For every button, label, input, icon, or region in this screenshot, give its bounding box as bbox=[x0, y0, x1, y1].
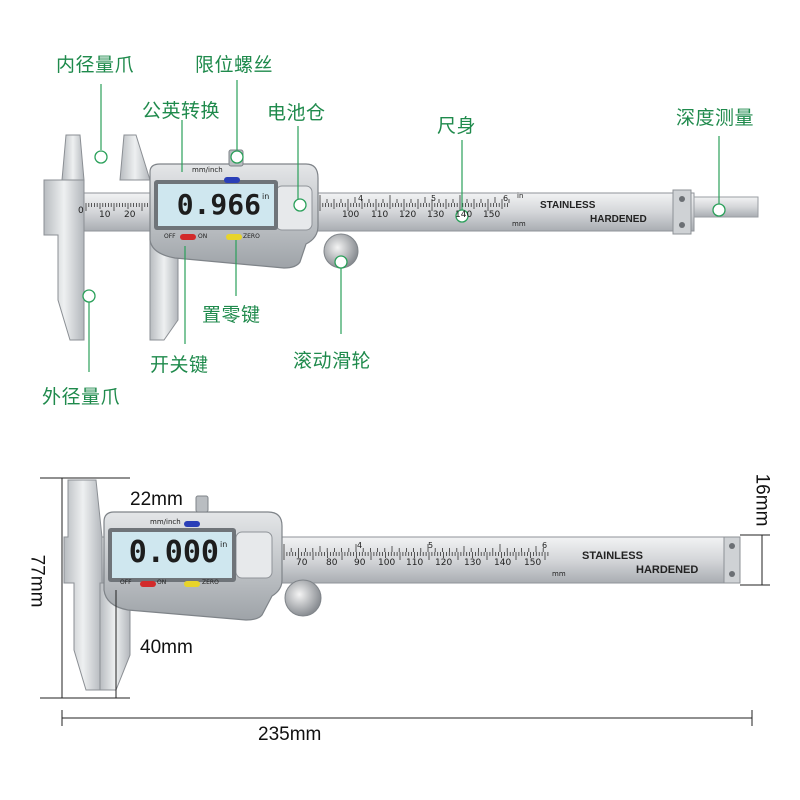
brand-line2-top: HARDENED bbox=[590, 214, 647, 225]
scale-ticks-bottom bbox=[283, 544, 549, 560]
callout-zero-key: 置零键 bbox=[202, 304, 261, 326]
scale-num-bottom-120: 120 bbox=[435, 558, 453, 568]
lcd-readout-top: 0.966 bbox=[176, 188, 261, 221]
dim-total-length: 235mm bbox=[258, 724, 322, 745]
callout-beam: 尺身 bbox=[437, 115, 477, 137]
scale-num-top-110: 110 bbox=[371, 210, 389, 220]
zero-label-top: ZERO bbox=[243, 233, 260, 240]
beam-end-cap bbox=[672, 189, 692, 235]
scale-num-bottom-110: 110 bbox=[406, 558, 424, 568]
depth-rod bbox=[693, 196, 759, 218]
scale-num-bottom-90: 90 bbox=[354, 558, 366, 568]
mm-unit-bottom: mm bbox=[552, 570, 566, 578]
callout-battery: 电池仓 bbox=[267, 102, 326, 124]
scale-num-top-120: 120 bbox=[399, 210, 417, 220]
inch-num-bottom-5: 5 bbox=[428, 541, 434, 550]
off-label-top: OFF bbox=[164, 233, 176, 240]
inch-num-top-6: 6 bbox=[503, 194, 509, 203]
fixed-jaw-bottom bbox=[63, 479, 103, 691]
zero-button-bottom bbox=[184, 581, 200, 587]
caliper-top bbox=[43, 80, 759, 372]
scale-ticks-right bbox=[319, 195, 510, 211]
marker-points bbox=[82, 150, 726, 303]
on-label-top: ON bbox=[198, 233, 208, 240]
lcd-screen-bottom bbox=[112, 532, 232, 578]
dim-jaw-depth: 40mm bbox=[140, 637, 193, 658]
mode-label-top: mm/inch bbox=[192, 166, 223, 174]
off-label-bottom: OFF bbox=[120, 579, 132, 586]
scale-num-bottom-140: 140 bbox=[494, 558, 512, 568]
power-button bbox=[180, 234, 196, 240]
lcd-screen bbox=[158, 184, 274, 226]
callout-depth: 深度测量 bbox=[676, 107, 755, 129]
scale-num-bottom-150: 150 bbox=[524, 558, 542, 568]
inch-num-top-5: 5 bbox=[431, 194, 437, 203]
scale-num-bottom-130: 130 bbox=[464, 558, 482, 568]
zero-label-bottom: ZERO bbox=[202, 579, 219, 586]
zero-button bbox=[226, 234, 242, 240]
mm-unit-top: mm bbox=[512, 220, 526, 228]
inner-jaw-fixed bbox=[61, 134, 85, 181]
brand-line1-bottom: STAINLESS bbox=[582, 550, 643, 562]
caliper-bottom bbox=[40, 477, 770, 726]
scale-num-bottom-80: 80 bbox=[326, 558, 338, 568]
leader-lines bbox=[88, 80, 720, 372]
beam bbox=[43, 192, 695, 232]
callout-power-key: 开关键 bbox=[150, 354, 209, 376]
inch-num-bottom-6: 6 bbox=[542, 541, 548, 550]
scale-num-top-100: 100 bbox=[342, 210, 360, 220]
inch-num-top-4: 4 bbox=[358, 194, 364, 203]
dimension-lines bbox=[40, 477, 770, 726]
scale-num-bottom-70: 70 bbox=[296, 558, 308, 568]
outer-jaw-fixed bbox=[43, 179, 85, 341]
battery-cover-bottom bbox=[235, 531, 273, 579]
lcd-unit-top: in bbox=[262, 192, 270, 201]
beam-end-cap-bottom bbox=[723, 536, 741, 584]
mode-button-bottom bbox=[184, 521, 200, 527]
brand-line2-bottom: HARDENED bbox=[636, 564, 699, 576]
callout-inner-jaw: 内径量爪 bbox=[56, 54, 135, 76]
callout-limit-screw: 限位螺丝 bbox=[195, 54, 274, 76]
scale-num-top-140: 140 bbox=[455, 210, 473, 220]
inner-jaw-slider bbox=[119, 134, 151, 181]
callout-wheel: 滚动滑轮 bbox=[293, 350, 372, 372]
mode-button bbox=[224, 177, 240, 183]
dim-beam-height: 16mm bbox=[751, 473, 773, 527]
callout-unit-switch: 公英转换 bbox=[142, 100, 221, 122]
battery-cover bbox=[275, 185, 313, 231]
scale-num-top-150: 150 bbox=[483, 210, 501, 220]
lcd-readout-bottom: 0.000 bbox=[128, 535, 219, 570]
scale-num-bottom-100: 100 bbox=[378, 558, 396, 568]
dim-slider-width: 22mm bbox=[130, 489, 183, 510]
scale-num-top-10: 10 bbox=[99, 210, 111, 220]
scale-num-top-130: 130 bbox=[427, 210, 445, 220]
scale-ticks-left bbox=[85, 203, 149, 211]
dim-total-height: 77mm bbox=[26, 554, 48, 608]
scale-num-top-0: 0 bbox=[78, 206, 84, 216]
limit-screw-bottom bbox=[195, 495, 209, 513]
scale-num-top-20: 20 bbox=[124, 210, 136, 220]
brand-line1-top: STAINLESS bbox=[540, 200, 596, 211]
mode-label-bottom: mm/inch bbox=[150, 518, 181, 526]
callout-outer-jaw: 外径量爪 bbox=[42, 386, 121, 408]
inch-num-bottom-4: 4 bbox=[357, 541, 363, 550]
power-button-bottom bbox=[140, 581, 156, 587]
thumb-wheel-bottom bbox=[284, 579, 322, 617]
lcd-unit-bottom: in bbox=[220, 540, 228, 549]
on-label-bottom: ON bbox=[157, 579, 167, 586]
inch-unit-top: in bbox=[517, 192, 524, 200]
